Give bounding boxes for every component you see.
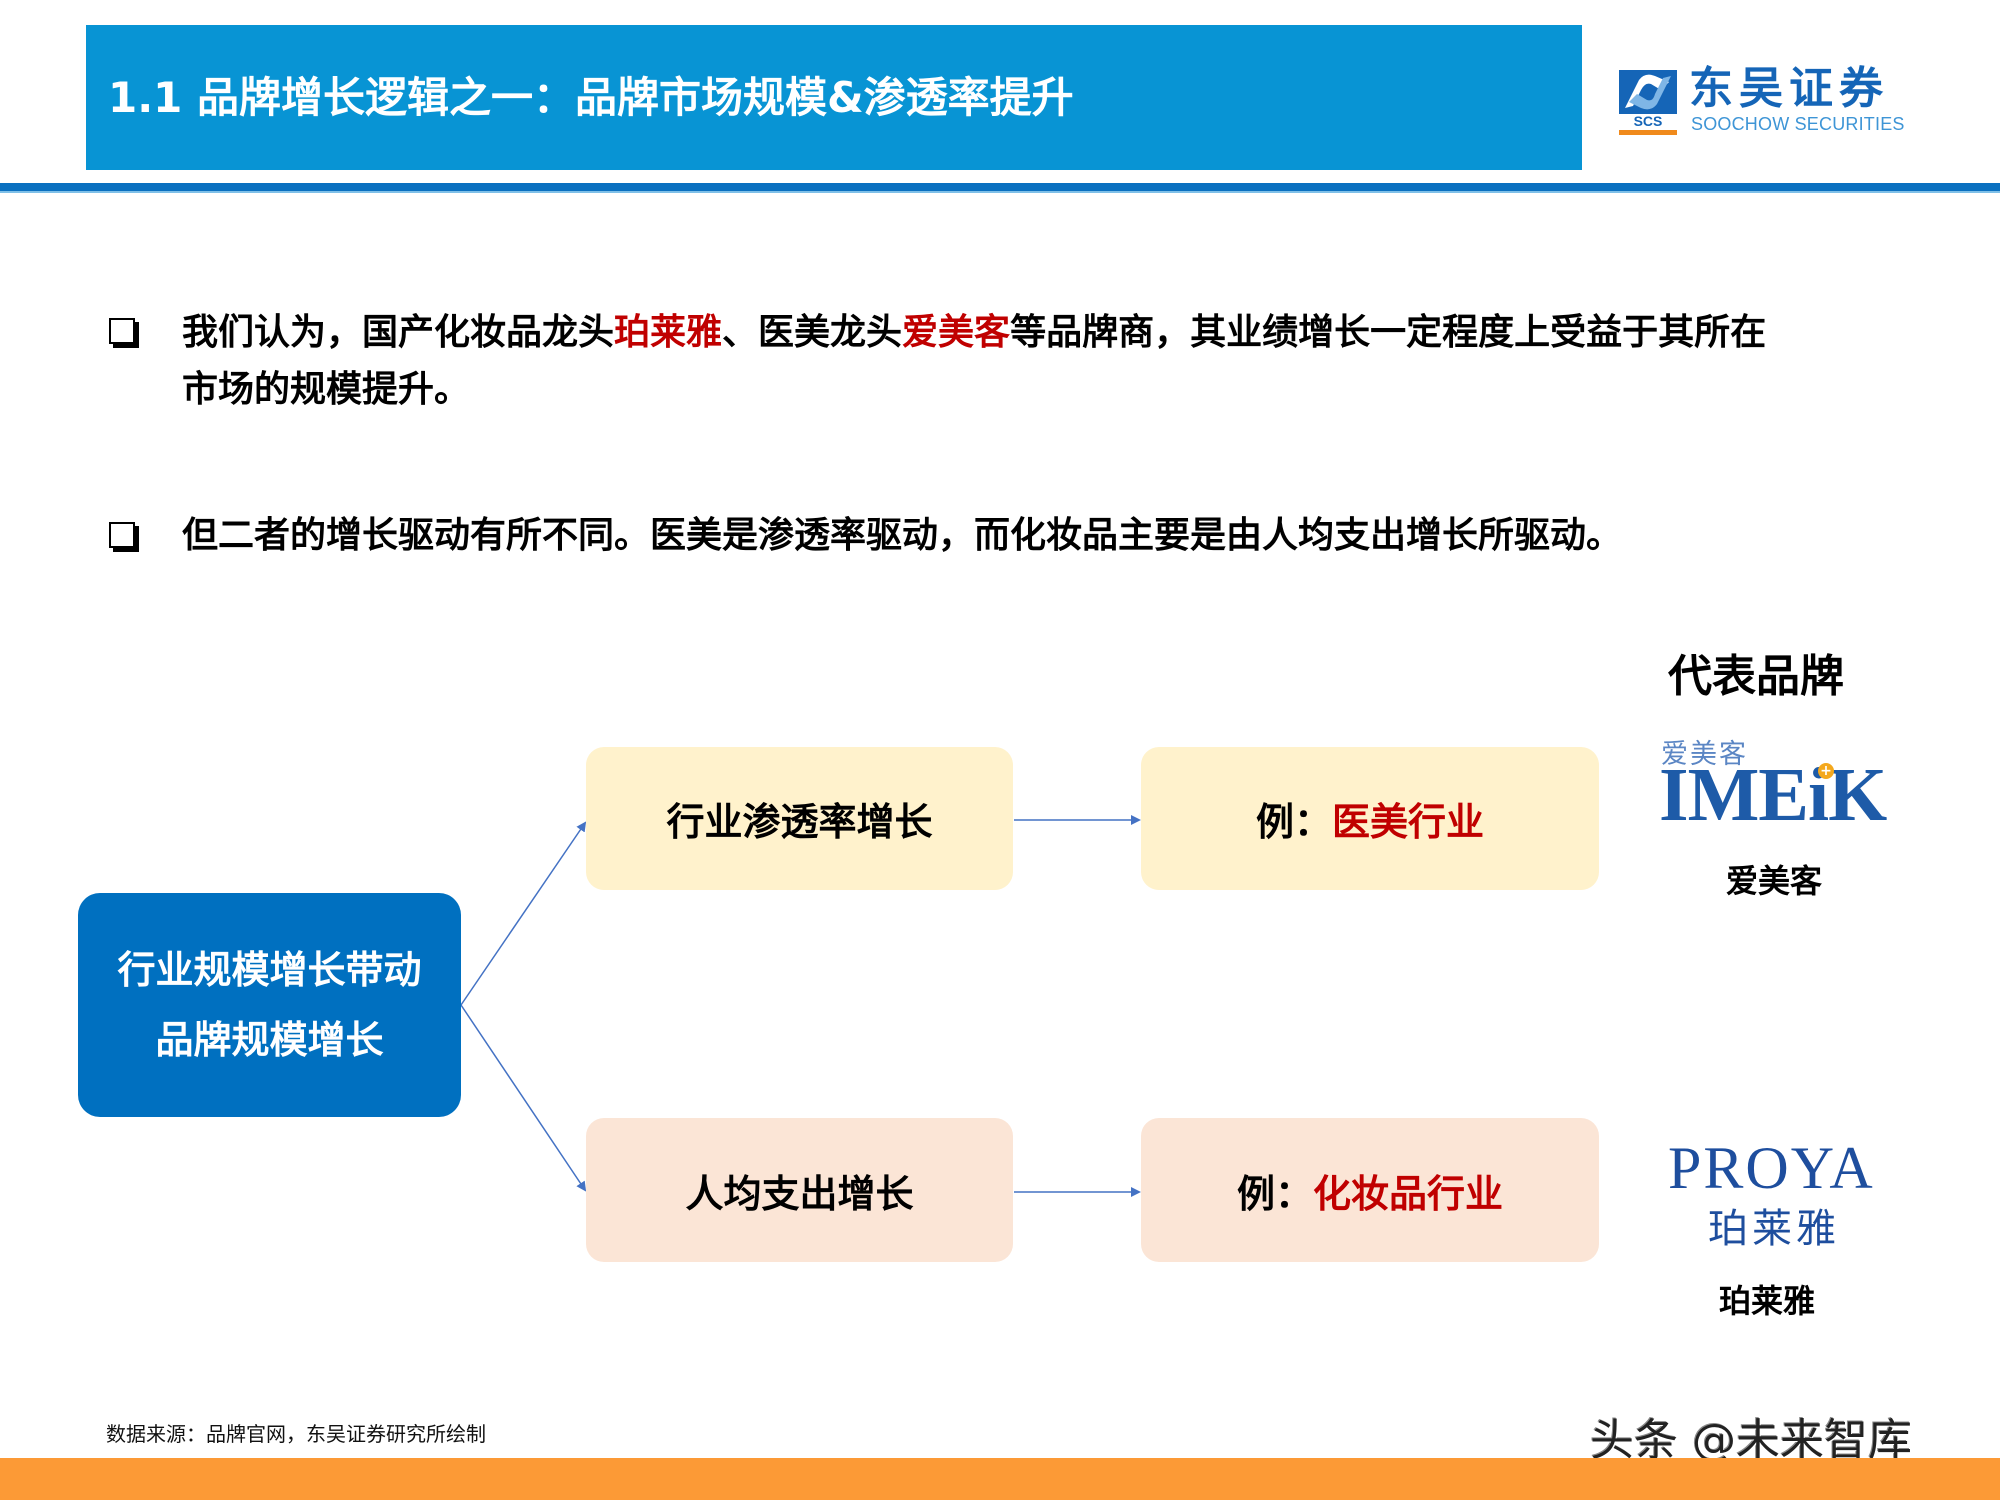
brand-name-proya: 珀莱雅 [1719, 1282, 1816, 1320]
bullet-1-text: 我们认为，国产化妆品龙头珀莱雅、医美龙头爱美客等品牌商，其业绩增长一定程度上受益… [182, 304, 1902, 418]
title-bar [86, 25, 1582, 170]
bullet-1-line-1: 我们认为，国产化妆品龙头珀莱雅、医美龙头爱美客等品牌商，其业绩增长一定程度上受益… [182, 312, 1767, 353]
watermark: 头条 @未来智库 [1590, 1415, 1912, 1466]
example-node-cosmetics: 例：化妆品行业 [1141, 1118, 1599, 1262]
scs-logo-mark-icon: SCS [1619, 70, 1677, 135]
header-divider-thin [0, 191, 2000, 193]
brand-column-heading: 代表品牌 [1668, 651, 1844, 702]
logo-name-en: SOOCHOW SECURITIES [1691, 114, 1905, 134]
logo-name-cn: 东吴证券 [1689, 63, 1889, 114]
example-node-medical-aesthetics: 例：医美行业 [1141, 747, 1599, 890]
driver-node-penetration: 行业渗透率增长 [586, 747, 1013, 890]
header-divider [0, 183, 2000, 191]
imeik-plus-icon: + [1818, 763, 1834, 779]
bullet-2-text: 但二者的增长驱动有所不同。医美是渗透率驱动，而化妆品主要是由人均支出增长所驱动。 [182, 515, 1623, 556]
checkbox-square-icon [109, 318, 135, 344]
root-node-line-2: 品牌规模增长 [155, 1018, 384, 1062]
page-title: 1.1 品牌增长逻辑之一：品牌市场规模&渗透率提升 [108, 73, 1074, 122]
proya-logo-cn: 珀莱雅 [1708, 1206, 1840, 1252]
checkbox-square-icon [109, 522, 135, 548]
imeik-logo-cn: 爱美客 [1661, 739, 1748, 770]
bullet-1-line-2: 市场的规模提升。 [182, 369, 471, 410]
connector-root-to-spending [460, 1004, 587, 1192]
root-node-line-1: 行业规模增长带动 [117, 948, 422, 992]
footer-bar [0, 1458, 2000, 1500]
proya-logo-en: PROYA [1668, 1135, 1875, 1201]
connector-root-to-penetration [460, 821, 587, 1006]
brand-name-imeik: 爱美客 [1726, 862, 1823, 900]
driver-node-per-capita-spending: 人均支出增长 [586, 1118, 1013, 1262]
highlight-imeik: 爱美客 [902, 312, 1011, 353]
svg-text:SCS: SCS [1634, 113, 1663, 129]
soochow-securities-logo: SCS 东吴证券 SOOCHOW SECURITIES [1619, 64, 1904, 138]
data-source-note: 数据来源：品牌官网，东吴证券研究所绘制 [106, 1422, 486, 1446]
imeik-logo-en: IMEiK [1659, 753, 1887, 837]
root-node-industry-scale-growth: 行业规模增长带动 品牌规模增长 [78, 893, 461, 1117]
highlight-proya: 珀莱雅 [614, 312, 723, 353]
